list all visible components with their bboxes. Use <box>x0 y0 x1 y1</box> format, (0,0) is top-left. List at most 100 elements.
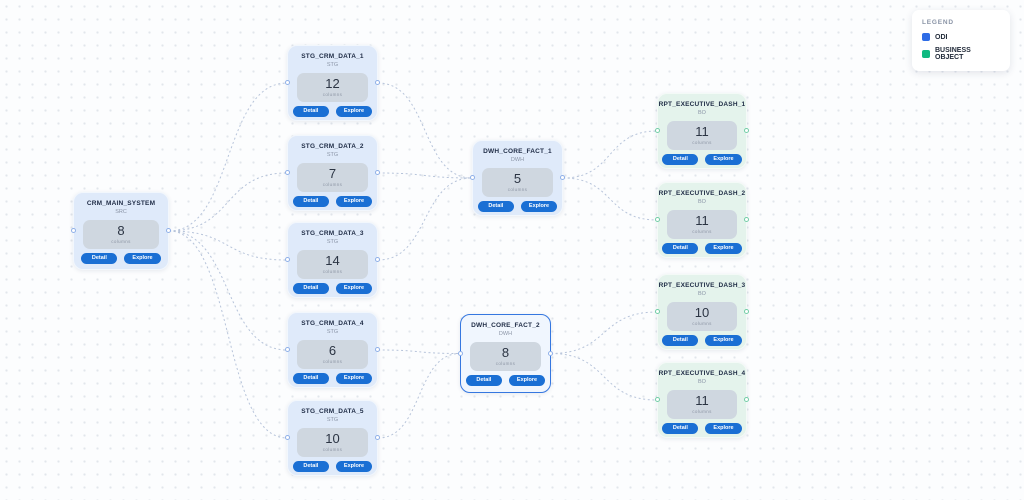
explore-button[interactable]: Explore <box>335 283 373 294</box>
node-title: CRM_MAIN_SYSTEM <box>86 200 156 207</box>
connection-handle-left[interactable] <box>470 175 475 180</box>
lineage-edge <box>168 230 288 351</box>
detail-button[interactable]: Detail <box>292 106 329 117</box>
connection-handle-right[interactable] <box>375 80 380 85</box>
connection-handle-right[interactable] <box>375 347 380 352</box>
node-title: STG_CRM_DATA_1 <box>301 53 364 60</box>
connection-handle-right[interactable] <box>166 228 171 233</box>
column-count: 11 <box>695 213 709 228</box>
node-subtitle: STG <box>326 239 339 245</box>
columns-label: columns <box>322 359 343 364</box>
explore-button[interactable]: Explore <box>508 375 546 386</box>
connection-handle-left[interactable] <box>655 397 660 402</box>
connection-handle-left[interactable] <box>71 228 76 233</box>
connection-handle-left[interactable] <box>655 128 660 133</box>
column-count: 14 <box>325 253 340 268</box>
explore-button[interactable]: Explore <box>520 201 558 212</box>
detail-button[interactable]: Detail <box>662 423 699 434</box>
node-subtitle: STG <box>326 152 339 158</box>
explore-button[interactable]: Explore <box>705 335 742 346</box>
detail-button[interactable]: Detail <box>292 373 329 384</box>
explore-button[interactable]: Explore <box>335 461 373 472</box>
lineage-edge <box>168 230 288 439</box>
connection-handle-left[interactable] <box>285 80 290 85</box>
node-subtitle: STG <box>326 329 339 335</box>
node-actions: Detail Explore <box>288 461 377 472</box>
detail-button[interactable]: Detail <box>465 375 502 386</box>
connection-handle-right[interactable] <box>744 217 749 222</box>
detail-button[interactable]: Detail <box>662 243 699 254</box>
detail-button[interactable]: Detail <box>662 154 699 165</box>
connection-handle-left[interactable] <box>285 257 290 262</box>
node-actions: Detail Explore <box>658 243 746 254</box>
column-count: 5 <box>513 171 522 186</box>
node-actions: Detail Explore <box>461 375 550 386</box>
connection-handle-left[interactable] <box>285 347 290 352</box>
explore-button[interactable]: Explore <box>124 253 161 264</box>
legend-title: LEGEND <box>922 19 954 26</box>
node-title: RPT_EXECUTIVE_DASH_1 <box>658 101 746 108</box>
detail-button[interactable]: Detail <box>477 201 514 212</box>
columns-label: columns <box>507 187 528 192</box>
connection-handle-right[interactable] <box>744 397 749 402</box>
explore-button[interactable]: Explore <box>335 106 373 117</box>
connection-handle-right[interactable] <box>560 175 565 180</box>
node-subtitle: DWH <box>510 157 525 163</box>
connection-handle-right[interactable] <box>375 170 380 175</box>
connection-handle-right[interactable] <box>375 435 380 440</box>
connection-handle-left[interactable] <box>458 350 463 356</box>
columns-label: columns <box>692 409 712 414</box>
node-title: RPT_EXECUTIVE_DASH_3 <box>658 282 746 289</box>
explore-button[interactable]: Explore <box>705 154 742 165</box>
connection-handle-left[interactable] <box>285 435 290 440</box>
connection-handle-left[interactable] <box>655 217 660 222</box>
column-count: 11 <box>695 124 709 139</box>
connection-handle-right[interactable] <box>375 257 380 262</box>
detail-button[interactable]: Detail <box>662 335 699 346</box>
columns-label: columns <box>495 361 516 366</box>
node-subtitle: STG <box>326 62 339 68</box>
connection-handle-right[interactable] <box>744 128 749 133</box>
connection-handle-right[interactable] <box>548 350 553 356</box>
explore-button[interactable]: Explore <box>705 243 742 254</box>
node-actions: Detail Explore <box>288 196 377 207</box>
node-actions: Detail Explore <box>288 283 377 294</box>
detail-button[interactable]: Detail <box>292 196 329 207</box>
columns-label: columns <box>322 447 343 452</box>
explore-button[interactable]: Explore <box>705 423 742 434</box>
explore-button[interactable]: Explore <box>335 373 373 384</box>
legend-item-label: ODI <box>935 33 948 41</box>
column-count: 7 <box>328 166 337 181</box>
node-subtitle: SRC <box>115 209 127 215</box>
lineage-edge <box>562 130 658 179</box>
connection-handle-left[interactable] <box>285 170 290 175</box>
detail-button[interactable]: Detail <box>292 283 329 294</box>
legend-item-odi: ODI <box>922 33 1000 41</box>
connection-handle-left[interactable] <box>655 309 660 314</box>
columns-label: columns <box>322 182 343 187</box>
explore-button[interactable]: Explore <box>335 196 373 207</box>
node-title: RPT_EXECUTIVE_DASH_4 <box>658 370 746 377</box>
detail-button[interactable]: Detail <box>292 461 329 472</box>
connection-handle-right[interactable] <box>744 309 749 314</box>
columns-label: columns <box>322 269 343 274</box>
lineage-edge <box>168 172 288 232</box>
detail-button[interactable]: Detail <box>81 253 118 264</box>
